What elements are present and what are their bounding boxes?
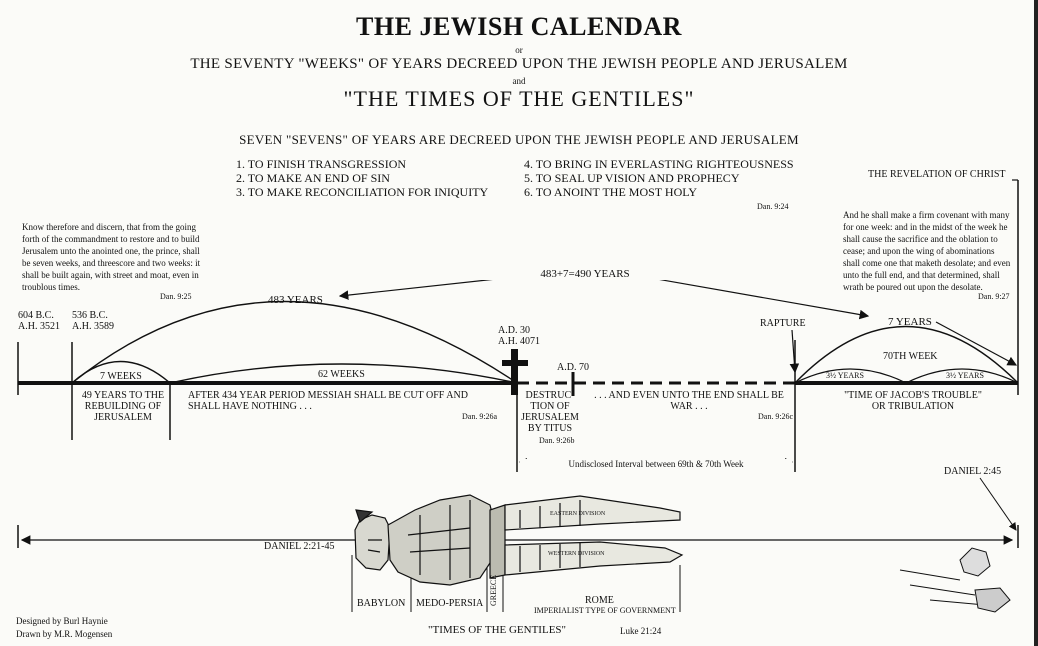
decree-item-6: 6. TO ANOINT THE MOST HOLY — [524, 185, 698, 199]
cross-icon — [511, 349, 518, 395]
revelation-label: THE REVELATION OF CHRIST — [868, 169, 1006, 180]
rome-sub-label: IMPERIALIST TYPE OF GOVERNMENT — [534, 606, 676, 615]
date-ah-3521: A.H. 3521 — [18, 321, 60, 332]
ref-26a: Dan. 9:26a — [462, 412, 498, 421]
years-483-label: 483 YEARS — [268, 294, 323, 306]
eastern-division-label: EASTERN DIVISION — [550, 511, 606, 517]
times-gentiles-label: "TIMES OF THE GENTILES" — [428, 624, 567, 636]
weeks-7-label: 7 WEEKS — [100, 371, 142, 382]
rome-label: ROME — [585, 595, 614, 606]
daniel-245-label: DANIEL 2:45 — [944, 466, 1002, 477]
date-ah-3589: A.H. 3589 — [72, 321, 114, 332]
total-years-label: 483+7=490 YEARS — [470, 268, 700, 280]
trouble-label: "TIME OF JACOB'S TROUBLE" OR TRIBULATION — [844, 390, 982, 412]
page-title: THE JEWISH CALENDAR — [356, 12, 682, 41]
rebuild-label: 49 YEARS TO THE REBUILDING OF JERUSALEM — [81, 390, 165, 423]
decree-heading: SEVEN "SEVENS" OF YEARS ARE DECREED UPON… — [239, 132, 799, 147]
ref-26b: Dan. 9:26b — [539, 436, 575, 445]
decree-item-2: 2. TO MAKE AN END OF SIN — [236, 171, 390, 185]
stone-illustration — [899, 547, 1011, 613]
decree-item-4: 4. TO BRING IN EVERLASTING RIGHTEOUSNESS — [524, 157, 794, 171]
and-label: and — [512, 76, 526, 86]
decree-item-3: 3. TO MAKE RECONCILIATION FOR INIQUITY — [236, 185, 489, 199]
date-604-bc: 604 B.C. — [18, 310, 54, 321]
daniel-221-label: DANIEL 2:21-45 — [264, 541, 335, 552]
medo-persia-label: MEDO-PERSIA — [416, 598, 484, 609]
babylon-label: BABYLON — [357, 598, 406, 609]
or-label: or — [515, 45, 523, 55]
ref-26c: Dan. 9:26c — [758, 412, 794, 421]
left-quote-text: Know therefore and discern, that from th… — [22, 222, 201, 292]
rapture-label: RAPTURE — [760, 318, 806, 329]
years-7-label: 7 YEARS — [888, 316, 932, 328]
half-2-label: 3½ YEARS — [946, 371, 984, 380]
luke-ref: Luke 21:24 — [620, 626, 662, 636]
ah-4071-label: A.H. 4071 — [498, 336, 540, 347]
date-536-bc: 536 B.C. — [72, 310, 108, 321]
page-title-2: "THE TIMES OF THE GENTILES" — [343, 86, 695, 111]
half-1-label: 3½ YEARS — [826, 371, 864, 380]
ad-30-label: A.D. 30 — [498, 325, 530, 336]
ad-70-label: A.D. 70 — [557, 362, 589, 373]
weeks-62-label: 62 WEEKS — [318, 369, 365, 380]
decree-ref: Dan. 9:24 — [757, 202, 789, 211]
designed-by: Designed by Burl Haynie — [16, 616, 108, 626]
decree-item-5: 5. TO SEAL UP VISION AND PROPHECY — [524, 171, 740, 185]
interval-label: Undisclosed Interval between 69th & 70th… — [520, 459, 792, 469]
right-quote-ref: Dan. 9:27 — [978, 292, 1010, 301]
statue-illustration — [354, 494, 684, 586]
after-434-label: AFTER 434 YEAR PERIOD MESSIAH SHALL BE C… — [188, 390, 468, 412]
drawn-by: Drawn by M.R. Mogensen — [16, 629, 113, 639]
destruction-label: DESTRUC-TION OF JERUSALEM BY TITUS — [521, 390, 579, 434]
decree-item-1: 1. TO FINISH TRANSGRESSION — [236, 157, 407, 171]
week-70-label: 70TH WEEK — [883, 351, 938, 362]
war-label: . . . AND EVEN UNTO THE END SHALL BE WAR… — [594, 390, 784, 412]
left-quote-ref: Dan. 9:25 — [160, 292, 192, 301]
greece-label: GREECE — [489, 574, 498, 606]
right-quote-text: And he shall make a firm covenant with m… — [843, 210, 1011, 292]
page-subtitle: THE SEVENTY "WEEKS" OF YEARS DECREED UPO… — [190, 56, 848, 72]
western-division-label: WESTERN DIVISION — [548, 551, 605, 557]
